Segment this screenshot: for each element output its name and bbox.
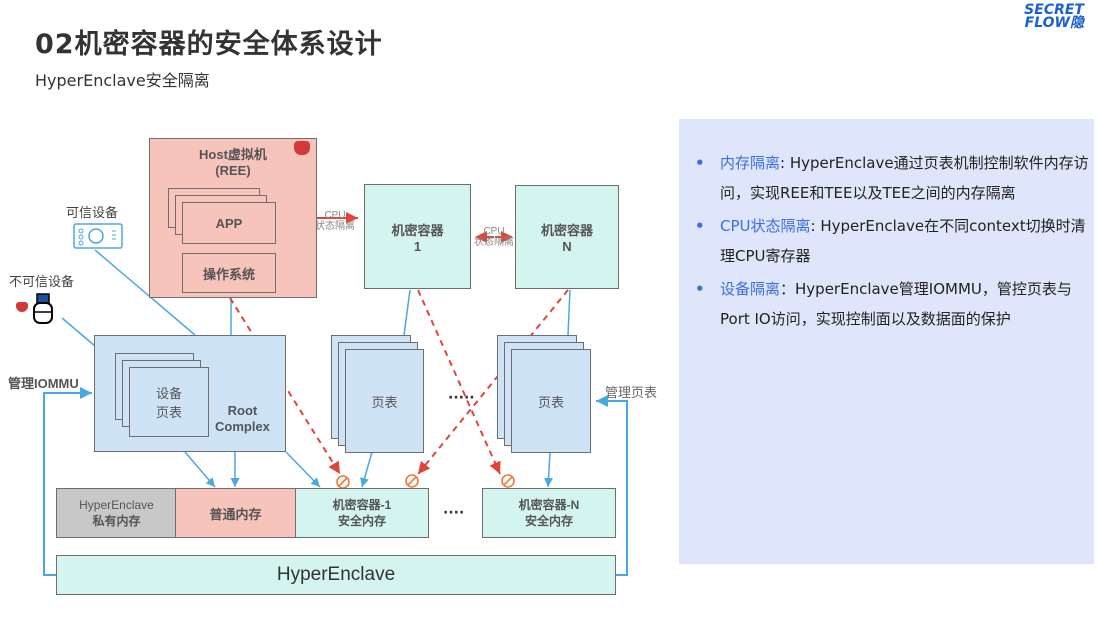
manage-page-table-line — [596, 395, 628, 576]
page-table-n-box: 页表 — [511, 349, 591, 453]
root-label: Root — [227, 403, 258, 418]
gpu-card-icon — [73, 223, 123, 249]
forbid-icon — [405, 474, 419, 488]
private-memory-line2: 私有内存 — [92, 513, 141, 528]
bullet-cpu-isolation: • CPU状态隔离: HyperEnclave在不同context切换时清理CP… — [690, 211, 1090, 271]
bullet-text: : HyperEnclave通过页表机制控制软件内存访问，实现REE和TEE以及… — [720, 154, 1089, 202]
bullet-list: • 内存隔离: HyperEnclave通过页表机制控制软件内存访问，实现REE… — [690, 148, 1090, 337]
secure-memory-n-line1: 机密容器-N — [518, 498, 580, 512]
link-pt1-secure1 — [360, 451, 373, 488]
secure-memory-n-box: 机密容器-N 安全内存 — [482, 488, 616, 538]
forbid-icon — [336, 475, 350, 489]
hyperenclave-bar: HyperEnclave — [56, 555, 616, 595]
private-memory-line1: HyperEnclave — [79, 497, 154, 512]
os-box: 操作系统 — [182, 253, 276, 293]
app-box: APP — [182, 202, 276, 244]
bullet-device-isolation: • 设备隔离：HyperEnclave管理IOMMU，管控页表与Port IO访… — [690, 274, 1090, 334]
container-1-line1: 机密容器 — [391, 222, 444, 238]
bullet-text: : HyperEnclave在不同context切换时清理CPU寄存器 — [720, 217, 1086, 265]
container-n-line2: N — [562, 239, 572, 254]
manage-iommu-label: 管理IOMMU — [8, 376, 79, 391]
link-untrusted-device — [61, 317, 96, 347]
cpu-isolation-label-2: CPU 状态隔离 — [474, 226, 514, 248]
root-complex-label: Root Complex — [215, 403, 270, 435]
forbid-icon — [501, 474, 515, 488]
bullet-keyword: 设备隔离 — [720, 280, 781, 298]
manage-page-table-label: 管理页表 — [605, 385, 658, 400]
link-c1-pt1 — [403, 289, 411, 336]
bullet-keyword: 内存隔离 — [720, 154, 781, 172]
page-table-1-box: 页表 — [345, 349, 424, 453]
bullet-dot: • — [695, 154, 705, 172]
link-root-secure1 — [285, 451, 321, 488]
manage-iommu-line — [43, 387, 92, 576]
private-memory-box: HyperEnclave 私有内存 — [56, 488, 177, 538]
cpu-label: CPU — [483, 226, 505, 237]
state-isolation-label: 状态隔离 — [315, 221, 355, 232]
connectors — [43, 212, 628, 576]
container-n-line1: 机密容器 — [540, 223, 593, 238]
logo-line-2: FLOW隐 — [1024, 15, 1084, 31]
link-cn-ptn — [567, 289, 571, 336]
cpu-label: CPU — [324, 210, 346, 221]
device-pt-line1: 设备 — [155, 386, 182, 401]
ellipsis-page-tables: ····· — [448, 390, 475, 406]
bullet-memory-isolation: • 内存隔离: HyperEnclave通过页表机制控制软件内存访问，实现REE… — [690, 148, 1090, 208]
info-panel — [679, 119, 1094, 564]
page-subtitle: HyperEnclave安全隔离 — [35, 71, 210, 90]
secure-memory-1-line2: 安全内存 — [337, 514, 386, 528]
secretflow-logo: SECRET FLOW隐 — [1024, 2, 1084, 31]
bullet-dot: • — [695, 280, 705, 298]
page-title: 02机密容器的安全体系设计 — [35, 29, 383, 60]
device-page-table-box: 设备 页表 — [129, 367, 209, 437]
deny-c1-securen — [417, 289, 501, 475]
secure-memory-1-box: 机密容器-1 安全内存 — [295, 488, 429, 538]
trusted-device-label: 可信设备 — [66, 205, 119, 220]
link-root-normal-1 — [184, 451, 216, 488]
container-1-box: 机密容器 1 — [364, 184, 471, 289]
ellipsis-memory: ···· — [443, 505, 465, 521]
secure-memory-n-line2: 安全内存 — [524, 514, 573, 528]
link-trusted-device — [94, 249, 196, 336]
architecture-diagram: Host虚拟机 (REE) APP 操作系统 机密容器 1 机密容器 N CPU… — [8, 138, 658, 595]
bullet-dot: • — [695, 217, 705, 235]
bullet-text: ：HyperEnclave管理IOMMU，管控页表与Port IO访问，实现控制… — [720, 280, 1072, 328]
bullet-keyword: CPU状态隔离 — [720, 217, 811, 235]
untrusted-device-label: 不可信设备 — [9, 274, 75, 289]
devil-icon — [294, 141, 310, 155]
link-ptn-securen — [544, 451, 554, 488]
logo-line-1: SECRET — [1024, 2, 1084, 18]
device-pt-line2: 页表 — [155, 405, 182, 420]
container-n-box: 机密容器 N — [515, 185, 619, 289]
cpu-isolation-label-1: CPU 状态隔离 — [315, 210, 355, 232]
host-vm-title: Host虚拟机 — [199, 147, 267, 162]
normal-memory-box: 普通内存 — [175, 488, 296, 538]
container-1-line2: 1 — [413, 238, 422, 254]
secure-memory-1-line1: 机密容器-1 — [332, 498, 392, 512]
host-vm-ree: (REE) — [215, 163, 251, 178]
devil-icon — [16, 302, 28, 312]
state-isolation-label: 状态隔离 — [474, 237, 514, 248]
complex-label: Complex — [215, 419, 270, 434]
usb-device-icon — [33, 293, 53, 324]
